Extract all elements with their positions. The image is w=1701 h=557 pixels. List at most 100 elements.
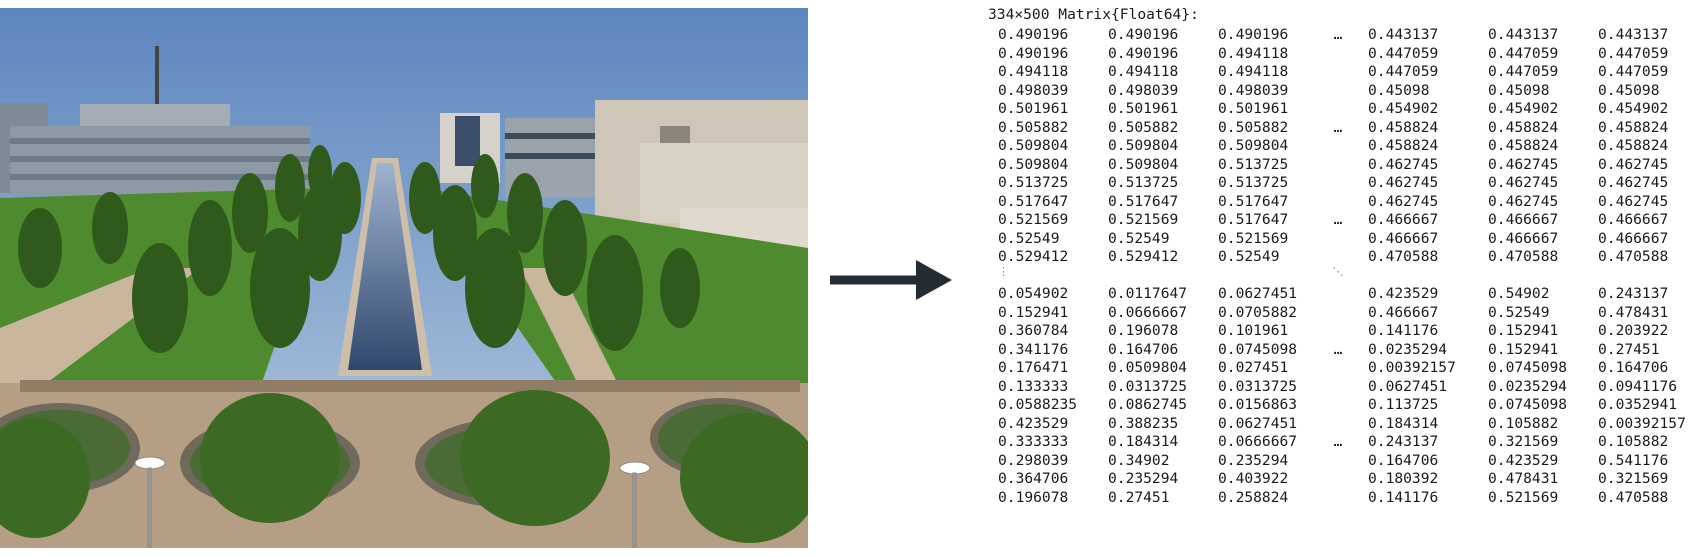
matrix-cell: 0.462745 (1598, 174, 1669, 191)
matrix-cell: 0.509804 (998, 155, 1069, 173)
matrix-cell: 0.470588 (1598, 488, 1669, 506)
matrix-cell: 0.54902 (1488, 285, 1550, 302)
matrix-cell: 0.133333 (998, 377, 1069, 395)
matrix-cell: 0.443137 (1598, 26, 1669, 43)
matrix-cell: 0.505882 (1218, 118, 1289, 136)
matrix-cell: 0.462745 (1488, 155, 1559, 173)
matrix-cell: 0.258824 (1218, 488, 1289, 506)
matrix-cell: 0.0705882 (1218, 303, 1298, 321)
matrix-cell: 0.321569 (1598, 470, 1669, 487)
matrix-cell: 0.27451 (1598, 340, 1660, 358)
matrix-cell: 0.34902 (1108, 451, 1170, 469)
matrix-cell: 0.52549 (1488, 303, 1550, 321)
matrix-cell: 0.447059 (1488, 63, 1559, 80)
matrix-cell: 0.0588235 (998, 396, 1078, 413)
matrix-cell: 0.027451 (1218, 359, 1289, 376)
right-arrow-icon (828, 258, 954, 302)
matrix-cell: 0.501961 (1218, 100, 1289, 117)
matrix-ellipsis: … (1333, 211, 1343, 228)
matrix-cell: 0.478431 (1598, 303, 1669, 321)
matrix-cell: 0.423529 (1368, 285, 1439, 302)
matrix-cell: 0.235294 (1108, 470, 1179, 487)
tree-rows (18, 145, 700, 353)
matrix-cell: 0.501961 (998, 100, 1069, 117)
matrix-cell: 0.478431 (1488, 470, 1559, 487)
matrix-cell: 0.0313725 (1108, 377, 1188, 395)
matrix-cell: 0.0352941 (1598, 396, 1678, 413)
matrix-cell: 0.164706 (1368, 451, 1439, 469)
diagonal-ellipsis: ⋱ (1332, 264, 1344, 278)
right-path (520, 268, 620, 388)
matrix-cell: 0.152941 (1488, 322, 1559, 339)
right-buildings (440, 100, 808, 268)
matrix-cell: 0.0156863 (1218, 396, 1298, 413)
matrix-row: 0.505882 0.505882 0.505882 … 0.458824 0.45882… (998, 119, 1688, 139)
matrix-cell: 0.494118 (1218, 63, 1289, 80)
matrix-cell: 0.517647 (1218, 192, 1289, 210)
matrix-cell: 0.513725 (1218, 174, 1289, 191)
matrix-cell: 0.462745 (1598, 155, 1669, 173)
matrix-cell: 0.509804 (998, 137, 1069, 154)
matrix-cell: 0.521569 (998, 211, 1069, 228)
matrix-cell: 0.0666667 (1108, 303, 1188, 321)
matrix-cell: 0.341176 (998, 340, 1069, 358)
matrix-cell: 0.423529 (1488, 451, 1559, 469)
matrix-cell: 0.466667 (1368, 229, 1439, 247)
matrix-cell: 0.0509804 (1108, 359, 1188, 376)
matrix-cell: 0.517647 (998, 192, 1069, 210)
campus-photo (0, 8, 808, 548)
matrix-cell: 0.466667 (1598, 229, 1669, 247)
matrix-cell: 0.176471 (998, 359, 1069, 376)
matrix-cell: 0.447059 (1488, 44, 1559, 62)
matrix-cell: 0.521569 (1108, 211, 1179, 228)
matrix-ellipsis: … (1333, 118, 1343, 136)
matrix-cell: 0.529412 (1108, 248, 1179, 265)
matrix-cell: 0.52549 (1218, 248, 1280, 265)
matrix-cell: 0.0313725 (1218, 377, 1298, 395)
matrix-cell: 0.443137 (1488, 26, 1559, 43)
matrix-cell: 0.466667 (1488, 211, 1559, 228)
matrix-cell: 0.360784 (998, 322, 1069, 339)
matrix-cell: 0.164706 (1598, 359, 1669, 376)
matrix-cell: 0.447059 (1598, 44, 1669, 62)
matrix-cell: 0.466667 (1488, 229, 1559, 247)
matrix-header: 334×500 Matrix{Float64}: (988, 6, 1199, 23)
vertical-ellipsis: ⋮ (998, 264, 1009, 278)
matrix-cell: 0.184314 (1108, 433, 1179, 450)
matrix-cell: 0.105882 (1598, 433, 1669, 450)
matrix-cell: 0.458824 (1598, 118, 1669, 136)
matrix-cell: 0.466667 (1368, 303, 1439, 321)
matrix-cell: 0.458824 (1368, 118, 1439, 136)
matrix-cell: 0.0941176 (1598, 377, 1678, 395)
matrix-cell: 0.466667 (1598, 211, 1669, 228)
matrix-cell: 0.505882 (998, 118, 1069, 136)
matrix-cell: 0.529412 (998, 248, 1069, 265)
matrix-cell: 0.447059 (1368, 63, 1439, 80)
matrix-ellipsis-row: ⋮⋱ (998, 265, 1688, 285)
matrix-cell: 0.458824 (1598, 137, 1669, 154)
matrix-cell: 0.454902 (1368, 100, 1439, 117)
matrix-cell: 0.388235 (1108, 414, 1179, 432)
matrix-cell: 0.541176 (1598, 451, 1669, 469)
matrix-cell: 0.490196 (998, 26, 1069, 43)
matrix-cell: 0.505882 (1108, 118, 1179, 136)
matrix-cell: 0.364706 (998, 470, 1069, 487)
matrix-cell: 0.454902 (1598, 100, 1669, 117)
matrix-cell: 0.509804 (1108, 155, 1179, 173)
matrix-cell: 0.0745098 (1218, 340, 1298, 358)
matrix-cell: 0.180392 (1368, 470, 1439, 487)
campus-photo-illustration (0, 8, 808, 548)
